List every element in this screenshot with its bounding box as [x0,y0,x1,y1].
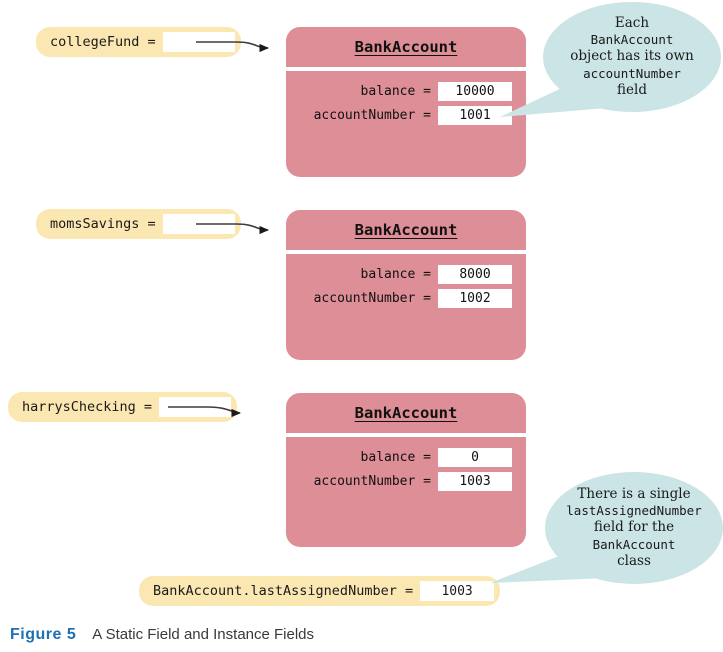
field-label: accountNumber = [313,474,431,489]
variable-name-label: momsSavings = [50,216,156,232]
reference-slot [162,32,235,52]
callout-static-field: There is a single lastAssignedNumber fie… [545,472,723,584]
callout-line: There is a single [577,486,691,503]
figure-caption: Figure 5 A Static Field and Instance Fie… [10,626,314,644]
field-row: balance = 0 [286,447,526,468]
variable-pill-momsSavings: momsSavings = [36,209,241,239]
callout-line: object has its own [570,48,694,65]
callout-line: field [617,81,647,98]
callout-line-code: BankAccount [592,536,676,552]
object-header: BankAccount [286,27,526,67]
variable-name-label: collegeFund = [50,34,156,50]
field-value: 1003 [438,472,512,491]
object-body: balance = 0 accountNumber = 1003 [286,437,526,547]
object-header: BankAccount [286,393,526,433]
object-header-divider [286,433,526,437]
static-field-label: BankAccount.lastAssignedNumber = [153,583,414,599]
figure-number: Figure 5 [10,626,77,643]
callout-line: field for the [593,519,675,536]
field-label: balance = [360,450,431,465]
field-label: balance = [360,267,431,282]
object-box-bankaccount-3: BankAccount balance = 0 accountNumber = … [286,393,526,547]
object-body: balance = 8000 accountNumber = 1002 [286,254,526,360]
figure-caption-text: A Static Field and Instance Fields [92,626,315,643]
reference-slot [159,397,232,417]
callout-instance-field: Each BankAccount object has its own acco… [543,2,721,112]
object-title: BankAccount [354,221,458,239]
field-value: 1002 [438,289,512,308]
static-field-value: 1003 [420,581,495,601]
object-title: BankAccount [354,38,458,56]
object-header-divider [286,67,526,71]
callout-line-code: lastAssignedNumber [566,503,702,519]
field-row: balance = 10000 [286,81,526,102]
static-field-pill: BankAccount.lastAssignedNumber = 1003 [139,576,501,606]
field-value: 0 [438,448,512,467]
callout-line: Each [614,15,650,32]
callout-line-code: BankAccount [590,32,674,48]
object-title: BankAccount [354,404,458,422]
field-value: 8000 [438,265,512,284]
object-header-divider [286,250,526,254]
field-row: accountNumber = 1003 [286,471,526,492]
object-header: BankAccount [286,210,526,250]
callout-line: class [617,552,651,569]
field-label: balance = [360,84,431,99]
field-label: accountNumber = [313,108,431,123]
variable-pill-harrysChecking: harrysChecking = [8,392,238,422]
field-row: accountNumber = 1001 [286,105,526,126]
field-value: 1001 [438,106,512,125]
variable-pill-collegeFund: collegeFund = [36,27,241,57]
field-row: balance = 8000 [286,264,526,285]
callout-line-code: accountNumber [583,65,681,81]
object-box-bankaccount-2: BankAccount balance = 8000 accountNumber… [286,210,526,360]
object-box-bankaccount-1: BankAccount balance = 10000 accountNumbe… [286,27,526,177]
field-label: accountNumber = [313,291,431,306]
field-row: accountNumber = 1002 [286,288,526,309]
object-body: balance = 10000 accountNumber = 1001 [286,71,526,177]
reference-slot [162,214,235,234]
variable-name-label: harrysChecking = [22,399,153,415]
field-value: 10000 [438,82,512,101]
